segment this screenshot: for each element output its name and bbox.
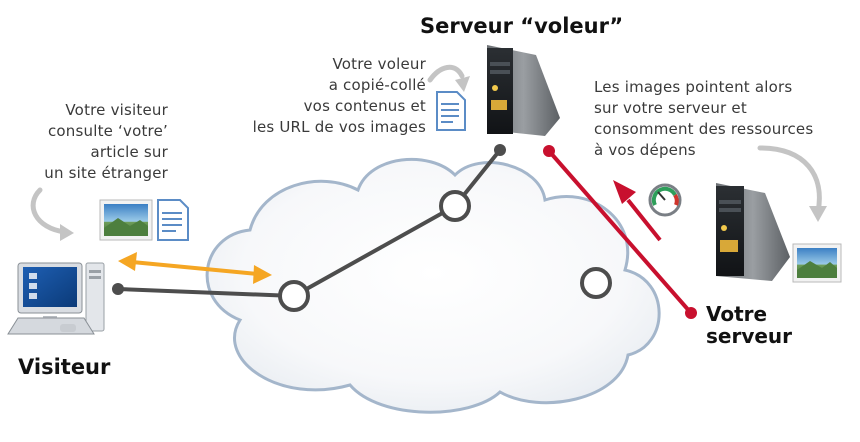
visitor-label: Visiteur — [18, 355, 111, 379]
note-thief-line: les URL de vos images — [252, 118, 426, 136]
image-icon — [99, 199, 153, 241]
thief-server-title: Serveur “voleur” — [420, 14, 624, 38]
note-visitor-line: consulte ‘votre’ — [47, 122, 168, 140]
red-direction-arrow-head — [613, 180, 636, 204]
network-node — [580, 267, 612, 299]
note-visitor-line: un site étranger — [44, 164, 168, 182]
note-images-line: à vos dépens — [594, 141, 696, 159]
note-images: Les images pointent alors sur votre serv… — [594, 77, 854, 161]
network-node — [278, 280, 310, 312]
server-icon — [487, 45, 560, 136]
traffic-double-arrow-head — [118, 252, 137, 271]
thief-endpoint — [494, 144, 506, 156]
your-server-endpoint — [685, 307, 697, 319]
red-direction-arrow — [626, 198, 662, 242]
network-node — [439, 190, 471, 222]
curved-arrow-icon — [427, 64, 465, 83]
internet-cloud — [205, 157, 661, 414]
image-icon — [792, 243, 842, 283]
note-thief-line: vos contenus et — [303, 97, 426, 115]
your-server-label-line2: serveur — [706, 324, 793, 348]
gauge-icon — [648, 183, 682, 217]
thief-red-endpoint — [543, 145, 555, 157]
note-images-line: Les images pointent alors — [594, 78, 793, 96]
your-server-label: Votre serveur — [706, 303, 792, 347]
note-visitor-line: Votre visiteur — [65, 101, 168, 119]
note-images-line: consomment des ressources — [594, 120, 814, 138]
network-link-grey — [117, 148, 502, 298]
network-link-red — [547, 149, 693, 315]
computer-icon — [7, 262, 105, 335]
note-thief-line: a copié-collé — [328, 76, 426, 94]
document-icon — [436, 91, 466, 131]
note-thief-line: Votre voleur — [332, 55, 426, 73]
document-icon — [157, 199, 189, 241]
curved-arrow-icon — [809, 206, 827, 222]
server-icon — [716, 183, 790, 281]
note-visitor: Votre visiteur consulte ‘votre’ article … — [18, 100, 168, 184]
your-server-label-line1: Votre — [706, 302, 768, 326]
note-visitor-line: article sur — [90, 143, 168, 161]
curved-arrow-icon — [30, 187, 68, 235]
traffic-double-arrow — [131, 260, 259, 276]
curved-arrow-icon — [60, 224, 74, 241]
note-thief: Votre voleur a copié-collé vos contenus … — [220, 54, 426, 138]
visitor-endpoint — [112, 283, 124, 295]
note-images-line: sur votre serveur et — [594, 99, 747, 117]
curved-arrow-icon — [757, 145, 822, 215]
curved-arrow-icon — [455, 76, 470, 92]
traffic-double-arrow-head — [253, 265, 272, 284]
